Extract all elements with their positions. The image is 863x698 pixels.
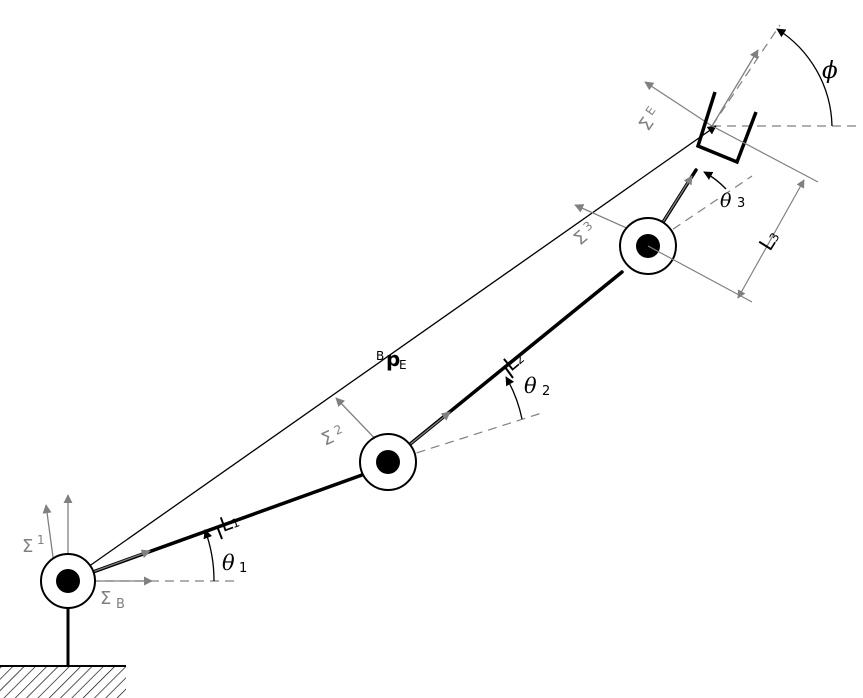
phi-label: ϕ [822,58,838,84]
theta-3-subscript: 3 [737,196,745,211]
joint-3 [619,217,677,275]
gripper [695,91,758,165]
position-vector-subscript: E [399,358,407,372]
joint-base [40,553,96,609]
ground-base [0,603,126,698]
l1-subscript: 1 [230,515,242,531]
link-tick-marks [216,366,514,540]
sigma-1-subscript: 1 [37,533,45,547]
sigma-2-subscript: 2 [332,422,345,438]
dashed-reference-lines [90,24,860,582]
sigma-b-label: Σ [100,588,111,609]
frame-e-arrows [644,49,759,127]
angle-arcs [203,28,833,582]
joint-2 [359,433,417,491]
l3-dimension [647,125,819,303]
theta-1-subscript: 1 [239,561,247,576]
theta-1-label: θ [222,551,235,575]
sigma-e-label: Σ [635,114,659,135]
sigma-e-subscript: E [643,104,659,118]
link-axis-arrows [67,175,693,582]
theta-2-label: θ [524,374,537,398]
position-vector-label: p [386,347,400,371]
theta-2-subscript: 2 [542,384,550,399]
links [66,168,698,583]
text-labels: θ 1 θ 2 θ 3 ϕ L 1 L 2 L 3 B p E Σ B Σ 1 … [22,58,838,612]
position-vector-line [67,125,717,582]
sigma-1-label: Σ [22,536,33,557]
position-vector-superscript: B [376,349,384,363]
theta-3-label: θ [720,190,732,212]
sigma-b-subscript: B [116,597,125,612]
